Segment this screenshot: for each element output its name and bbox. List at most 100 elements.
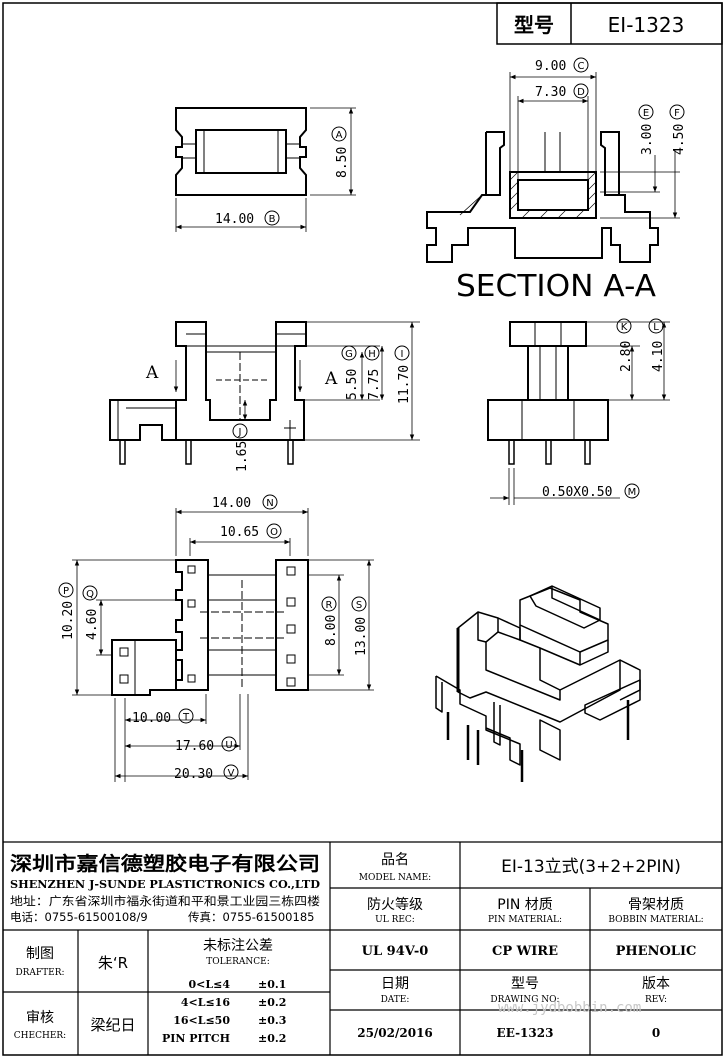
dim-0.5x0.5-m: 0.50X0.50 — [542, 485, 612, 500]
marker-a-left: A — [145, 363, 159, 383]
dim-5.5-g: 5.50 — [345, 369, 360, 400]
top-view — [175, 107, 307, 196]
tag-k: K — [621, 322, 628, 333]
tolerance-value: ±0.3 — [258, 1014, 286, 1027]
side-view-dims — [490, 321, 670, 505]
bobbin-value: PHENOLIC — [616, 944, 697, 959]
dim-10.65-o: 10.65 — [220, 525, 259, 540]
date-label-en: DATE: — [381, 995, 410, 1005]
pin-label-cn: PIN 材质 — [497, 897, 553, 913]
bobbin-label-cn: 骨架材质 — [628, 897, 684, 913]
section-view — [426, 131, 659, 263]
model-name-label-cn: 品名 — [381, 852, 409, 868]
model-name-value: EI-13立式(3+2+2PIN) — [501, 857, 681, 877]
tag-g: G — [345, 349, 353, 360]
bottom-view — [111, 559, 309, 696]
tolerance-range: PIN PITCH — [162, 1032, 230, 1045]
front-view-dims — [173, 321, 420, 441]
dim-10.2-p: 10.20 — [61, 601, 76, 640]
pin-label-en: PIN MATERIAL: — [488, 915, 562, 925]
tag-s: S — [356, 600, 362, 611]
isometric-view — [435, 585, 641, 782]
front-view — [109, 321, 307, 441]
dim-9-c: 9.00 — [535, 59, 566, 74]
tag-h: H — [368, 349, 376, 360]
tag-v: V — [228, 768, 235, 779]
dim-8-r: 8.00 — [324, 615, 339, 646]
company-phone: 电话：0755-61500108/9 — [10, 910, 148, 924]
drafter-label-en: DRAFTER: — [15, 968, 64, 978]
dim-8.5-a: 8.50 — [335, 147, 350, 178]
tolerance-range: 0<L≤4 — [189, 978, 231, 991]
dim-17.6-u: 17.60 — [175, 739, 214, 754]
rev-value: 0 — [652, 1026, 660, 1040]
checker-label-cn: 审核 — [26, 1010, 54, 1026]
side-view — [487, 321, 609, 441]
company-address: 地址：广东省深圳市福永街道和平和景工业园三栋四楼 — [10, 894, 321, 908]
drafter-label-cn: 制图 — [26, 946, 54, 962]
header-model-label: 型号 — [514, 13, 554, 37]
tag-a: A — [336, 130, 343, 141]
section-title: SECTION A-A — [456, 269, 656, 304]
tag-j: J — [238, 427, 242, 438]
tag-n: N — [266, 498, 273, 509]
tolerance-label-cn: 未标注公差 — [203, 938, 273, 954]
side-pins — [508, 439, 591, 465]
tolerance-value: ±0.2 — [258, 996, 286, 1009]
dim-14-b: 14.00 — [215, 212, 254, 227]
tolerance-label-en: TOLERANCE: — [206, 957, 270, 967]
tag-f: F — [674, 108, 680, 119]
dim-4.5-f: 4.50 — [672, 124, 687, 155]
tag-u: U — [225, 740, 232, 751]
dim-3-e: 3.00 — [640, 124, 655, 155]
tolerance-range: 4<L≤16 — [181, 996, 230, 1009]
drawing-no-value: EE-1323 — [497, 1026, 554, 1040]
rev-label-cn: 版本 — [642, 976, 670, 992]
section-dims — [459, 72, 680, 219]
title-block-grid — [3, 841, 722, 1055]
tolerance-range: 16<L≤50 — [173, 1014, 230, 1027]
tag-l: L — [653, 322, 659, 333]
tag-q: Q — [86, 589, 94, 600]
company-name-en: SHENZHEN J-SUNDE PLASTICTRONICS CO.,LTD — [10, 878, 320, 891]
dim-2.8-k: 2.80 — [619, 341, 634, 372]
marker-a-right: A — [324, 369, 338, 389]
tag-t: T — [182, 712, 190, 723]
company-name-cn: 深圳市嘉信德塑胶电子有限公司 — [10, 852, 320, 875]
top-view-dims — [175, 107, 356, 232]
tag-o: O — [270, 527, 278, 538]
dim-20.3-v: 20.30 — [174, 767, 213, 782]
header-box: 型号 EI-1323 — [496, 2, 723, 45]
model-name-label-en: MODEL NAME: — [359, 873, 431, 883]
checker-label-en: CHECHER: — [14, 1031, 66, 1041]
tag-i: I — [401, 349, 404, 360]
tag-p: P — [63, 586, 69, 597]
tag-d: D — [577, 87, 585, 98]
header-model-value: EI-1323 — [608, 13, 685, 37]
drawing-no-label-cn: 型号 — [511, 976, 539, 992]
ul-value: UL 94V-0 — [362, 944, 429, 959]
drafter-name: 朱‘R — [98, 954, 128, 972]
tag-c: C — [578, 61, 585, 72]
checker-name: 梁纪日 — [90, 1016, 135, 1034]
bottom-view-dims — [72, 508, 374, 782]
date-value: 25/02/2016 — [357, 1026, 433, 1040]
tag-e: E — [643, 108, 649, 119]
dim-10-t: 10.00 — [132, 711, 171, 726]
dim-14-n: 14.00 — [212, 496, 251, 511]
tag-r: R — [326, 600, 333, 611]
tolerance-value: ±0.1 — [258, 978, 286, 991]
drawing-no-label-en: DRAWING NO: — [490, 995, 559, 1005]
dim-13-s: 13.00 — [354, 617, 369, 656]
rev-label-en: REV: — [645, 995, 667, 1005]
ul-label-cn: 防火等级 — [367, 896, 423, 913]
dim-1.65-j: 1.65 — [235, 441, 250, 472]
tag-m: M — [628, 487, 637, 498]
front-pins — [119, 439, 294, 465]
dim-7.3-d: 7.30 — [535, 85, 566, 100]
tolerance-value: ±0.2 — [258, 1032, 286, 1045]
date-label-cn: 日期 — [381, 976, 409, 992]
